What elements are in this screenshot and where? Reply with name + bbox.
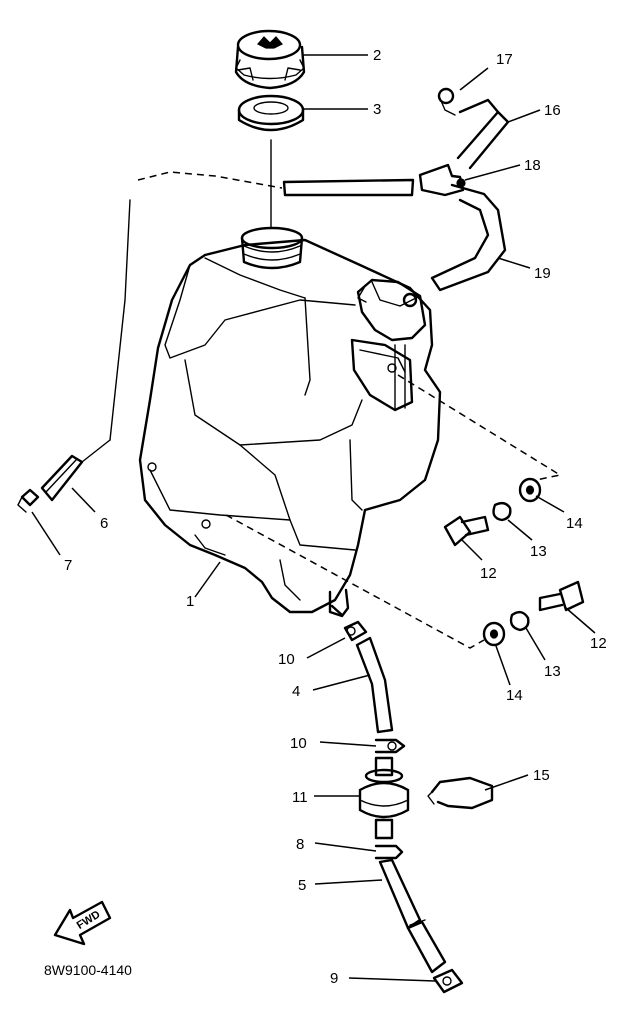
callout-16: 16: [544, 102, 561, 119]
fwd-arrow-icon: FWD: [53, 900, 112, 946]
mounting-hardware: [225, 374, 585, 649]
leader-lines: [31, 54, 596, 982]
callout-4: 4: [292, 683, 300, 700]
callout-5: 5: [298, 877, 306, 894]
callout-1: 1: [186, 593, 194, 610]
callout-7: 7: [64, 557, 72, 574]
callout-11: 11: [292, 789, 308, 806]
callout-10-upper: 10: [278, 651, 295, 668]
callout-9: 9: [330, 970, 338, 987]
callout-15: 15: [533, 767, 550, 784]
diagram-code: 8W9100-4140: [44, 962, 132, 978]
breather-hose-assembly: [109, 87, 510, 441]
callout-2: 2: [373, 47, 381, 64]
callout-labels: 1 2 3 4 5 6 7 8 9 10 10 11 12 12 13 13 1…: [64, 47, 607, 987]
callout-19: 19: [534, 265, 551, 282]
callout-14-upper: 14: [566, 515, 583, 532]
callout-10-lower: 10: [290, 735, 307, 752]
overflow-hose: [17, 439, 111, 513]
callout-8: 8: [296, 836, 304, 853]
fuel-cap: [234, 29, 306, 90]
fuel-line-assembly: [330, 604, 494, 994]
callout-6: 6: [100, 515, 108, 532]
callout-18: 18: [524, 157, 541, 174]
fwd-label: FWD: [75, 908, 103, 931]
callout-17: 17: [496, 51, 513, 68]
fuel-tank: [138, 226, 442, 618]
callout-3: 3: [373, 101, 381, 118]
callout-14-lower: 14: [506, 687, 523, 704]
callout-12-right: 12: [590, 635, 607, 652]
callout-13-upper: 13: [530, 543, 547, 560]
callout-13-lower: 13: [544, 663, 561, 680]
cap-gasket: [237, 94, 305, 132]
callout-12-left: 12: [480, 565, 497, 582]
